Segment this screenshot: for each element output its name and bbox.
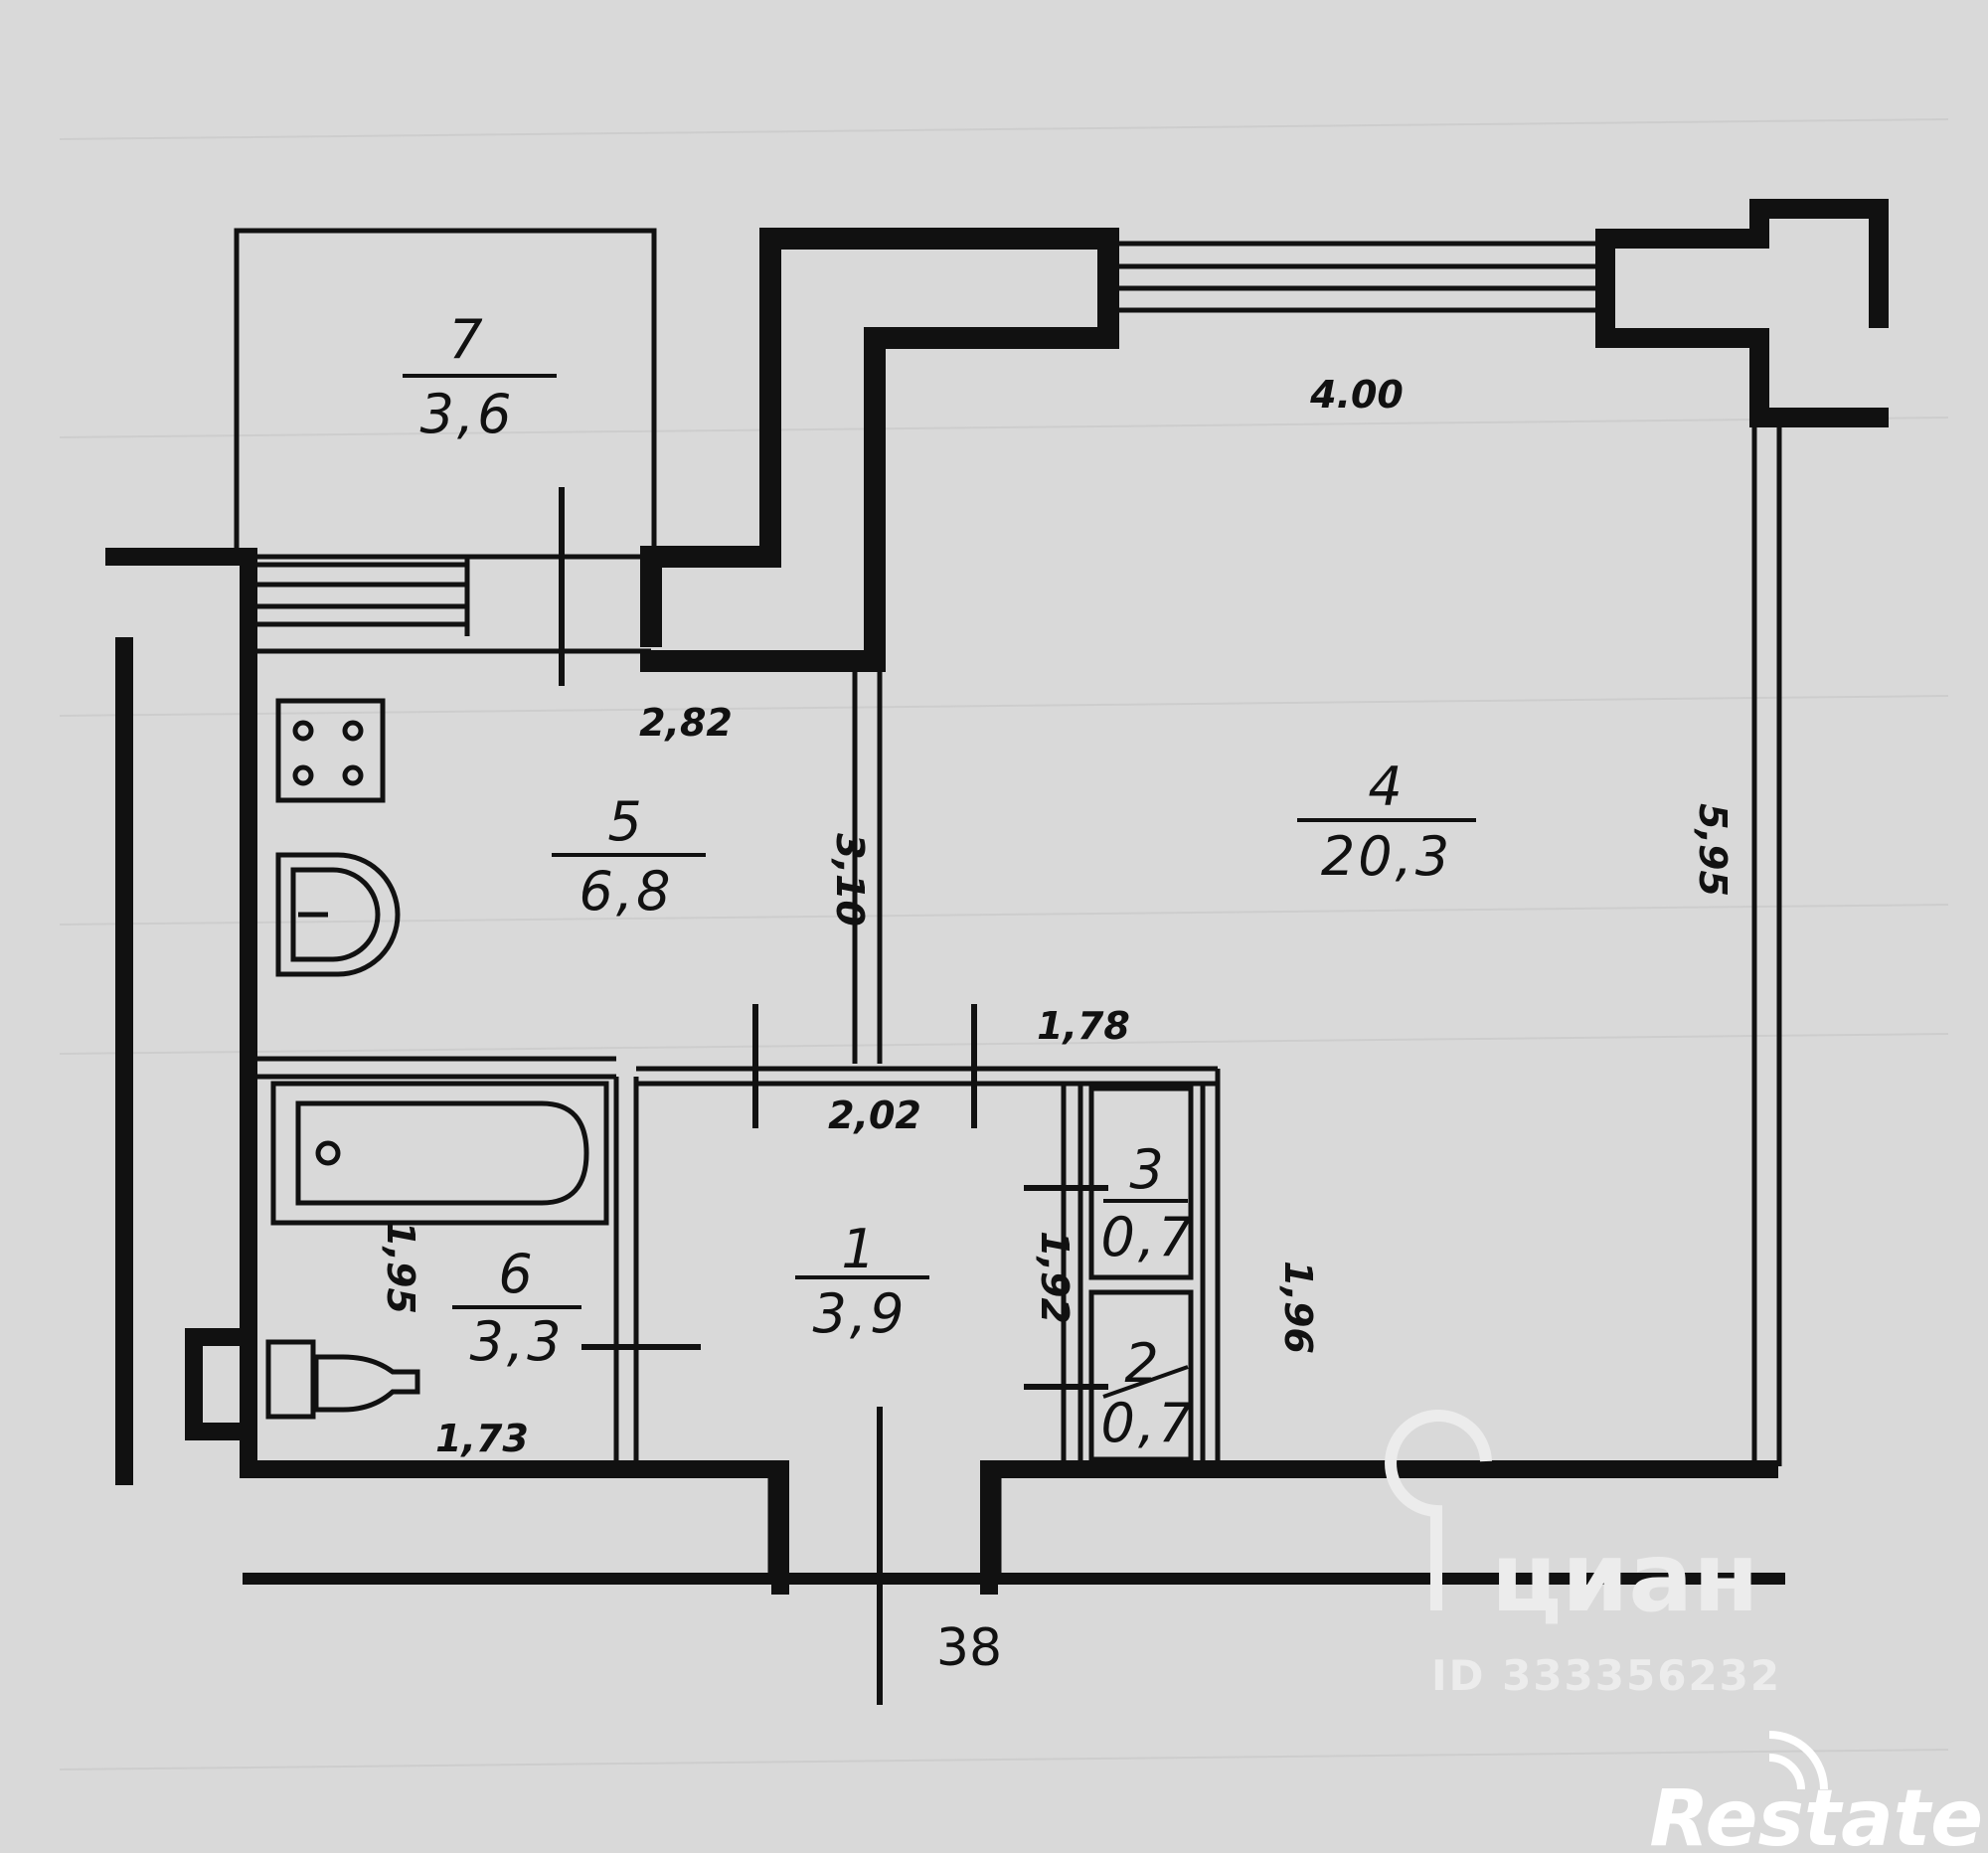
room-1: 1 3,9 [795,1218,929,1345]
cian-watermark: циан ID 333356232 [1385,1410,1781,1700]
dim-1-96: 1,96 [1276,1261,1320,1354]
room-4-number: 4 [1368,756,1405,818]
dim-1-78: 1,78 [1037,1004,1130,1048]
stove-icon [275,698,386,803]
room-1-area: 3,9 [813,1282,908,1345]
restate-logo: Restate [1649,1731,1983,1853]
room-7: 7 3,6 [403,308,557,445]
walls [105,199,1889,1595]
dim-4-00: 4.00 [1309,373,1404,417]
wifi-signal-icon [1768,1731,1828,1790]
room-1-number: 1 [841,1218,878,1280]
bathtub-icon [270,1081,609,1226]
dim-2-02: 2,02 [828,1094,921,1137]
room-4-area: 20,3 [1321,825,1452,888]
room-3-number: 3 [1129,1138,1166,1201]
dim-2-82: 2,82 [639,701,733,745]
room-7-area: 3,6 [420,383,515,445]
wall-bottom [240,1460,789,1595]
dim-1-95: 1,95 [379,1221,422,1314]
wall-left-niche [185,1328,257,1440]
room-3: 3 0,7 [1101,1138,1196,1268]
room-6: 6 3,3 [452,1243,581,1373]
room-2-area: 0,7 [1101,1392,1196,1454]
room-2: 2 0,7 [1101,1332,1196,1454]
dim-3-10: 3,10 [828,833,872,926]
room-6-area: 3,3 [470,1310,565,1373]
dim-1-92: 1,92 [1033,1231,1077,1324]
wall-kitchen-room-top [640,228,1119,672]
room-6-number: 6 [498,1243,535,1305]
loggia-outline [234,228,657,560]
sink-icon [275,852,401,977]
watermark-brand: циан [1491,1522,1759,1633]
background-texture [59,118,1949,1770]
room-5: 5 6,8 [552,790,706,923]
watermark-listing-id: ID 333356232 [1431,1651,1781,1700]
room-4: 4 20,3 [1297,756,1476,888]
room-5-number: 5 [607,790,644,853]
room-7-number: 7 [448,308,485,371]
wall-right-pier [1595,199,1889,328]
flat-number: 38 [936,1618,1002,1678]
wall-top-kitchen-window [105,548,257,645]
toilet-icon [265,1339,420,1420]
dim-1-73: 1,73 [435,1417,529,1460]
room-5-area: 6,8 [580,860,674,923]
dim-5-95: 5,95 [1691,803,1735,897]
room-3-area: 0,7 [1101,1206,1196,1268]
restate-logo-text: Restate [1649,1774,1983,1853]
wall-right-top [1595,229,1889,427]
partitions [234,228,1782,1579]
location-pin-icon [1385,1410,1492,1610]
door-marks [559,487,1108,1705]
dimension-labels: 4.00 2,82 3,10 5,95 1,78 2,02 1,95 1,92 … [379,373,1735,1460]
wall-bottom-right [980,1460,1778,1595]
